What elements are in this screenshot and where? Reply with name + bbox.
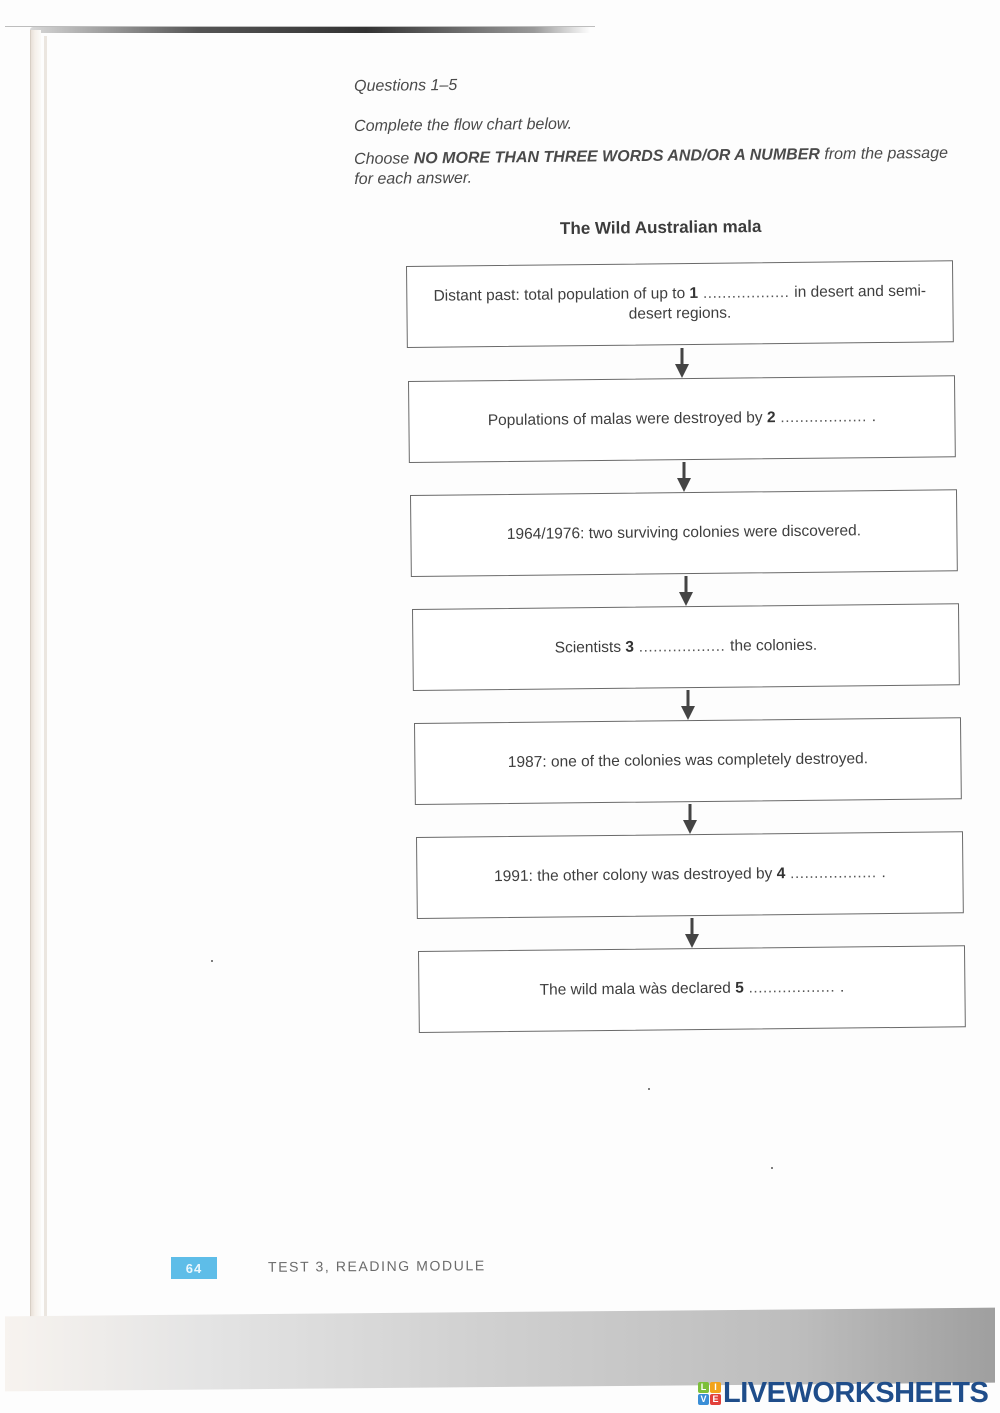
flowchart-title: The Wild Australian mala <box>559 216 762 239</box>
step-text: . <box>839 978 845 996</box>
step-2-text: Populations of malas were destroyed by 2… <box>488 407 876 431</box>
page-number-badge: 64 <box>171 1257 217 1279</box>
step-1-text: Distant past: total population of up to … <box>431 282 928 327</box>
answer-blank-4[interactable]: .................. <box>785 864 882 883</box>
step-7-text: The wild mala wàs declared 5 ...........… <box>539 978 845 1001</box>
step-text: The wild mala wàs declared <box>539 979 736 999</box>
book-binding-edge-inner <box>44 36 47 1326</box>
instruction-prefix: Choose <box>354 150 414 168</box>
page-top-line <box>5 26 595 27</box>
scan-speck <box>771 1167 773 1169</box>
logo-tile-v: V <box>698 1393 709 1405</box>
step-6-text: 1991: the other colony was destroyed by … <box>494 863 886 887</box>
question-number-1: 1 <box>689 284 699 303</box>
book-binding-edge <box>30 30 41 1330</box>
step-text: Distant past: total population of up to <box>433 285 690 305</box>
logo-tile-e: E <box>710 1393 721 1405</box>
instruction-word-limit: NO MORE THAN THREE WORDS AND/OR A NUMBER <box>413 146 820 168</box>
flowchart-step-4: Scientists 3 .................. the colo… <box>412 603 960 691</box>
question-number-4: 4 <box>776 865 786 883</box>
logo-tile-l: L <box>698 1381 709 1393</box>
liveworksheets-logo: L I V E LIVEWORKSHEETS <box>698 1376 989 1409</box>
step-text: the colonies. <box>730 636 818 655</box>
flowchart-step-2: Populations of malas were destroyed by 2… <box>408 375 956 463</box>
flowchart-step-3: 1964/1976: two surviving colonies were d… <box>410 489 958 577</box>
step-4-text: Scientists 3 .................. the colo… <box>555 636 818 659</box>
answer-blank-1[interactable]: .................. <box>698 283 795 302</box>
instruction-choose: Choose NO MORE THAN THREE WORDS AND/OR A… <box>354 144 954 190</box>
footer-section-label: TEST 3, READING MODULE <box>267 1257 486 1275</box>
scan-speck <box>211 960 213 962</box>
flowchart-step-1: Distant past: total population of up to … <box>406 260 954 348</box>
arrow-down-icon <box>681 690 695 720</box>
flowchart-step-6: 1991: the other colony was destroyed by … <box>416 831 964 919</box>
step-text: 1991: the other colony was destroyed by <box>493 865 777 886</box>
logo-tile-i: I <box>710 1381 721 1393</box>
answer-blank-3[interactable]: .................. <box>633 637 731 656</box>
answer-blank-5[interactable]: .................. <box>743 978 840 997</box>
flowchart-step-5: 1987: one of the colonies was completely… <box>414 717 962 805</box>
arrow-down-icon <box>677 462 691 492</box>
step-3-text: 1964/1976: two surviving colonies were d… <box>506 522 862 543</box>
logo-text: LIVEWORKSHEETS <box>723 1376 989 1409</box>
arrow-down-icon <box>675 348 689 378</box>
arrow-down-icon <box>679 576 693 606</box>
scan-speck <box>648 1088 650 1090</box>
questions-heading: Questions 1–5 <box>354 76 458 95</box>
step-5-text: 1987: one of the colonies was completely… <box>507 750 869 772</box>
step-text: Populations of malas were destroyed by <box>487 409 768 430</box>
logo-tiles-icon: L I V E <box>698 1381 721 1405</box>
step-text: . <box>871 408 877 426</box>
answer-blank-2[interactable]: .................. <box>775 408 872 427</box>
flowchart-step-7: The wild mala wàs declared 5 ...........… <box>418 945 966 1033</box>
arrow-down-icon <box>683 804 697 834</box>
arrow-down-icon <box>685 918 699 948</box>
page-top-edge <box>30 27 590 33</box>
question-number-3: 3 <box>625 638 635 656</box>
instruction-complete: Complete the flow chart below. <box>354 115 573 135</box>
step-text: . <box>881 864 886 882</box>
question-number-2: 2 <box>766 409 776 427</box>
step-text: Scientists <box>554 638 626 657</box>
